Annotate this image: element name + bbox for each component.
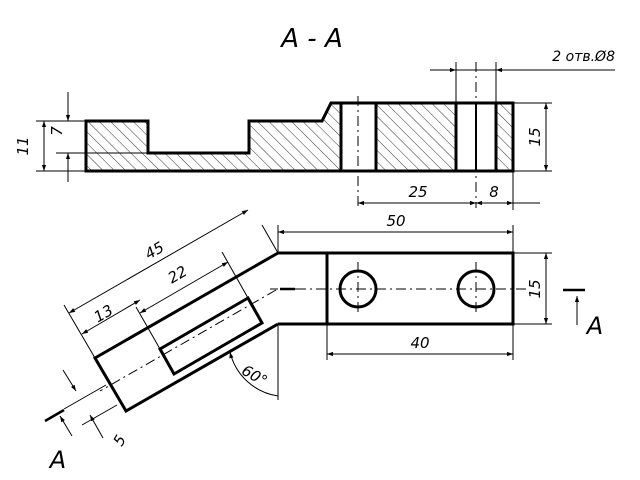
- cut-mark-left: [44, 408, 65, 423]
- dim-pocket-depth: 7: [48, 126, 66, 136]
- hole-note: 2 отв.Ø8: [552, 49, 615, 65]
- dim22-line: [139, 261, 229, 314]
- arm-centerline: [99, 289, 277, 392]
- dim-arm-length: 45: [142, 238, 168, 263]
- arm-slot: [157, 295, 265, 377]
- dim-right-height: 15: [526, 127, 544, 146]
- cut-label-left: A: [48, 446, 66, 474]
- dim-slot-offset: 13: [91, 301, 117, 326]
- dim22-ext-right: [221, 251, 249, 299]
- cut-arrow-left: [59, 415, 73, 437]
- dim13-line: [81, 299, 141, 335]
- dim45-ext-right: [261, 224, 279, 254]
- dim22-ext-left: [135, 306, 161, 350]
- dim-slot-length: 22: [165, 262, 191, 287]
- plan-view: 50 15 40 45 22 13 5 60°: [44, 209, 603, 474]
- dim5-arrow-bottom: [89, 414, 104, 439]
- dim5-ext-outer: [63, 384, 107, 410]
- dim-edge-to-hole: 8: [489, 183, 499, 201]
- plate-outline: [278, 251, 515, 326]
- dim45-ext-left: [63, 304, 96, 359]
- section-outline: [84, 101, 515, 173]
- dim5-ext-inner: [81, 404, 118, 426]
- section-hatch-middle: [376, 103, 456, 171]
- dim-overall-length: 50: [386, 212, 405, 230]
- dim-angle: 60°: [238, 361, 270, 390]
- dim-slot-edge: 5: [109, 432, 129, 449]
- section-title: A - A: [279, 24, 342, 54]
- dim-height-total: 11: [14, 136, 32, 155]
- section-hatch-right: [496, 103, 514, 171]
- dim-hole-spacing: 40: [410, 334, 429, 352]
- dim-hole-to-hole: 25: [408, 183, 427, 201]
- dim5-arrow-top: [62, 369, 77, 392]
- angle-arc: [229, 351, 279, 397]
- section-view: 2 отв.Ø8 11 7 15 25 8: [14, 49, 615, 210]
- cut-label-right: A: [585, 312, 603, 340]
- dim-width: 15: [526, 279, 544, 298]
- pocket-fill: [148, 121, 249, 153]
- dim45-line: [68, 209, 249, 314]
